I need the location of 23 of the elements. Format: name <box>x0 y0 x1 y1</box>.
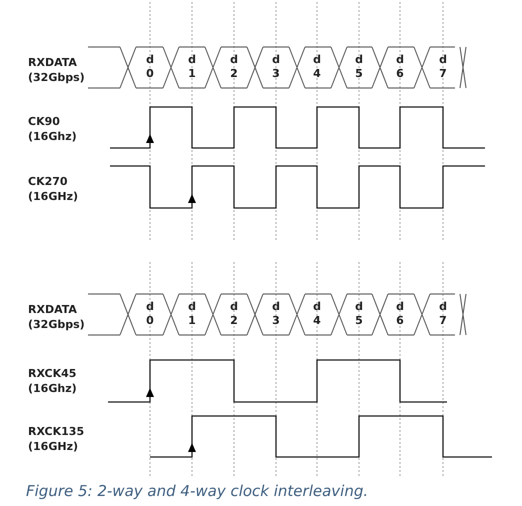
figure-caption: Figure 5: 2-way and 4-way clock interleaving. <box>26 482 368 500</box>
data-bit-label: d 3 <box>271 300 281 328</box>
data-bit-label: d 2 <box>229 53 239 81</box>
signal-name: CK270 (16GHz) <box>28 174 79 204</box>
data-bit-label: d 7 <box>438 53 448 81</box>
data-bit-label: d 4 <box>312 300 322 328</box>
data-bit-label: d 6 <box>395 300 405 328</box>
signal-name: RXCK135 (16GHz) <box>28 424 86 454</box>
data-bit-label: d 4 <box>312 53 322 81</box>
data-bit-label: d 7 <box>438 300 448 328</box>
data-bit-label: d 5 <box>354 300 364 328</box>
data-bit-label: d 6 <box>395 53 405 81</box>
data-bit-label: d 5 <box>354 53 364 81</box>
data-bit-label: d 1 <box>187 53 197 81</box>
data-bit-label: d 0 <box>145 53 155 81</box>
signal-name: CK90 (16Ghz) <box>28 114 78 144</box>
data-bit-label: d 2 <box>229 300 239 328</box>
signal-name: RXDATA (32Gbps) <box>28 55 86 85</box>
signal-name: RXCK45 (16Ghz) <box>28 366 78 396</box>
data-bit-label: d 1 <box>187 300 197 328</box>
data-bit-label: d 0 <box>145 300 155 328</box>
data-bit-label: d 3 <box>271 53 281 81</box>
signal-name: RXDATA (32Gbps) <box>28 302 86 332</box>
